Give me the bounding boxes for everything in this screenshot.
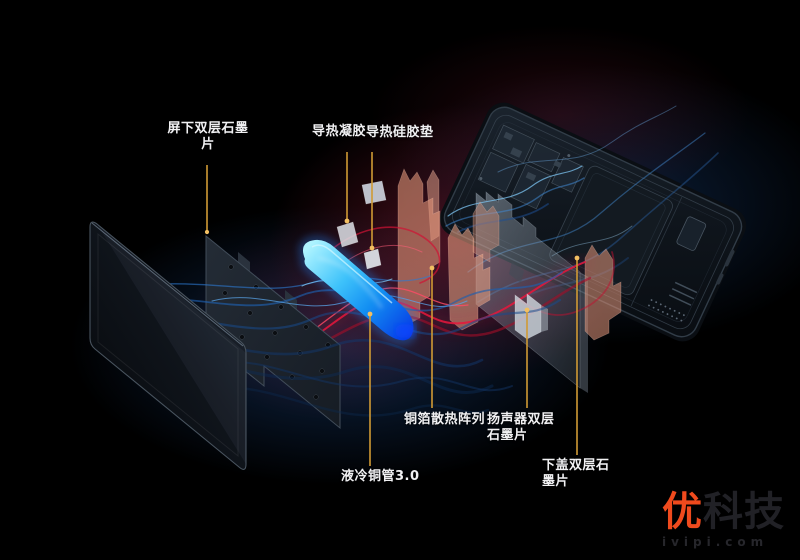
leader-lines — [206, 152, 578, 466]
phone-speaker-dots — [648, 299, 689, 324]
display-panel — [89, 221, 247, 470]
liquid-cooling-pipe — [298, 235, 418, 345]
phone-chips — [503, 131, 562, 182]
thermal-gel-pad — [336, 221, 382, 270]
label-screen-graphite: 屏下双层石墨片 — [167, 121, 249, 153]
phone-sim-tray — [676, 216, 707, 251]
speaker-graphite-sheet — [514, 293, 548, 340]
watermark: 优科技 ivipi.com — [662, 492, 798, 548]
label-thermal-pad: 导热硅胶垫 — [366, 125, 434, 140]
thermal-silicone-pad — [361, 180, 387, 205]
phone-side-button — [716, 273, 724, 285]
label-liquid-pipe: 液冷铜管3.0 — [341, 469, 420, 484]
watermark-domain: ivipi.com — [662, 535, 769, 549]
phone-side-button — [724, 249, 735, 267]
watermark-brand-rest: 科技 — [703, 489, 785, 535]
watermark-brand: 优科技 — [662, 492, 798, 532]
label-copper-foil-array: 铜箔散热阵列 — [404, 412, 486, 427]
label-speaker-graphite: 扬声器双层石墨片 — [487, 412, 555, 444]
cool-flow-cyan-curls — [445, 165, 585, 233]
label-cover-graphite: 下盖双层石墨片 — [542, 458, 610, 490]
leader-dots — [204, 218, 580, 317]
label-thermal-gel: 导热凝胶 — [312, 124, 367, 139]
phone-antenna-marks — [668, 281, 698, 306]
cover-graphite-sheet — [475, 191, 588, 393]
watermark-brand-accent: 优 — [662, 489, 703, 535]
